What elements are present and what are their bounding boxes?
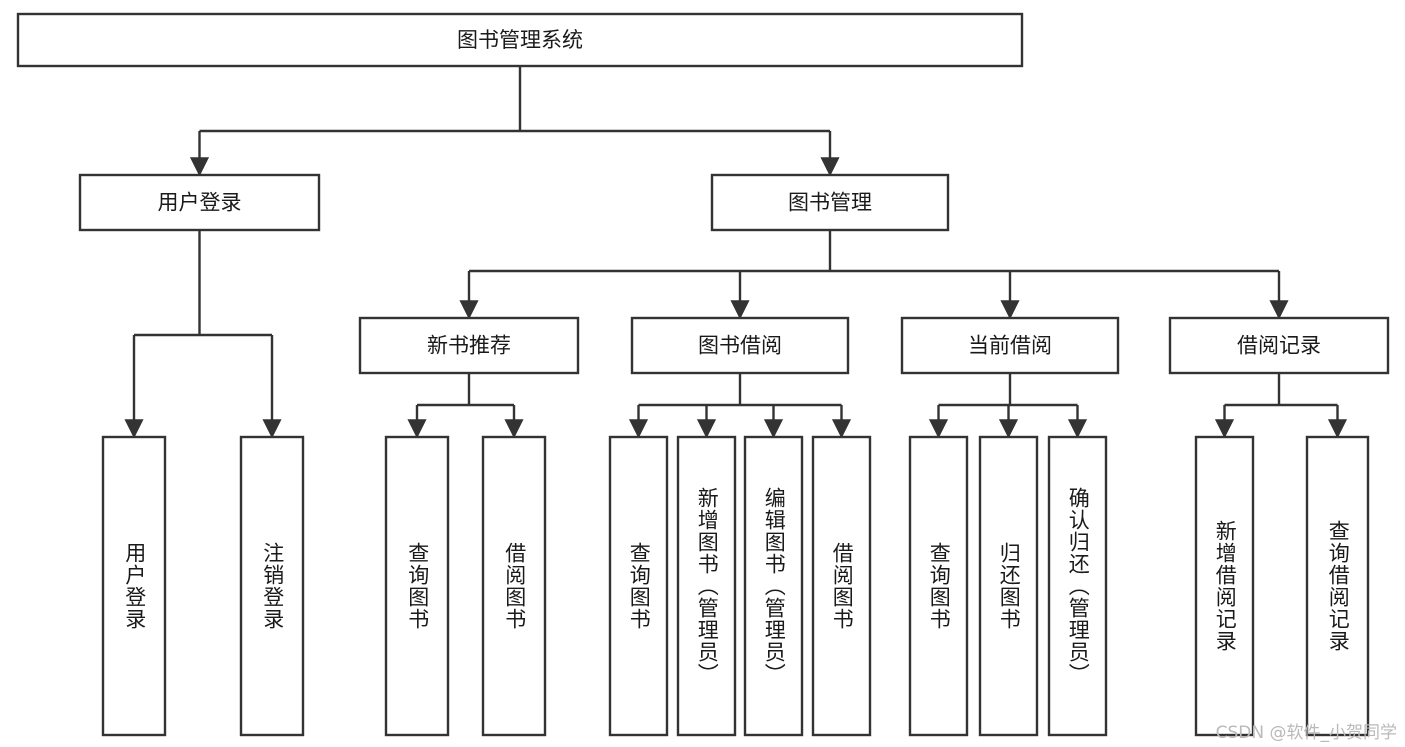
node-box-leaf-query-book-recommend[interactable] bbox=[384, 435, 450, 737]
node-box-user-login[interactable] bbox=[78, 173, 321, 232]
node-box-leaf-user-login[interactable] bbox=[101, 435, 167, 737]
node-box-borrow-records[interactable] bbox=[1168, 316, 1390, 375]
node-box-leaf-query-borrow-record[interactable] bbox=[1305, 435, 1370, 737]
node-label-borrow-records: 借阅记录 bbox=[1237, 334, 1321, 358]
node-label-book-borrow: 图书借阅 bbox=[698, 334, 782, 358]
node-box-root[interactable] bbox=[16, 12, 1024, 68]
node-box-book-management[interactable] bbox=[710, 173, 950, 232]
node-box-leaf-add-borrow-record[interactable] bbox=[1194, 435, 1255, 737]
node-box-leaf-borrow-book[interactable] bbox=[811, 435, 872, 737]
node-label-root: 图书管理系统 bbox=[457, 28, 583, 52]
node-box-leaf-query-book-current[interactable] bbox=[908, 435, 969, 737]
node-label-book-management: 图书管理 bbox=[788, 191, 872, 215]
node-box-leaf-edit-book-admin[interactable] bbox=[743, 435, 804, 737]
node-box-leaf-borrow-book-recommend[interactable] bbox=[481, 435, 547, 737]
node-box-leaf-query-book-borrow[interactable] bbox=[608, 435, 669, 737]
node-label-user-login: 用户登录 bbox=[158, 191, 242, 215]
node-box-leaf-return-book[interactable] bbox=[978, 435, 1039, 737]
node-box-leaf-confirm-return-admin[interactable] bbox=[1047, 435, 1108, 737]
node-label-new-book-recommend: 新书推荐 bbox=[427, 334, 511, 358]
node-box-new-book-recommend[interactable] bbox=[358, 316, 580, 375]
node-box-leaf-user-logout[interactable] bbox=[239, 435, 305, 737]
connectors-layer bbox=[124, 66, 1348, 439]
node-box-book-borrow[interactable] bbox=[630, 316, 850, 375]
watermark-text: CSDN @软件_小贺同学 bbox=[1215, 723, 1397, 743]
node-box-leaf-add-book-admin[interactable] bbox=[676, 435, 737, 737]
node-box-current-borrow[interactable] bbox=[900, 316, 1120, 375]
node-label-current-borrow: 当前借阅 bbox=[968, 334, 1052, 358]
